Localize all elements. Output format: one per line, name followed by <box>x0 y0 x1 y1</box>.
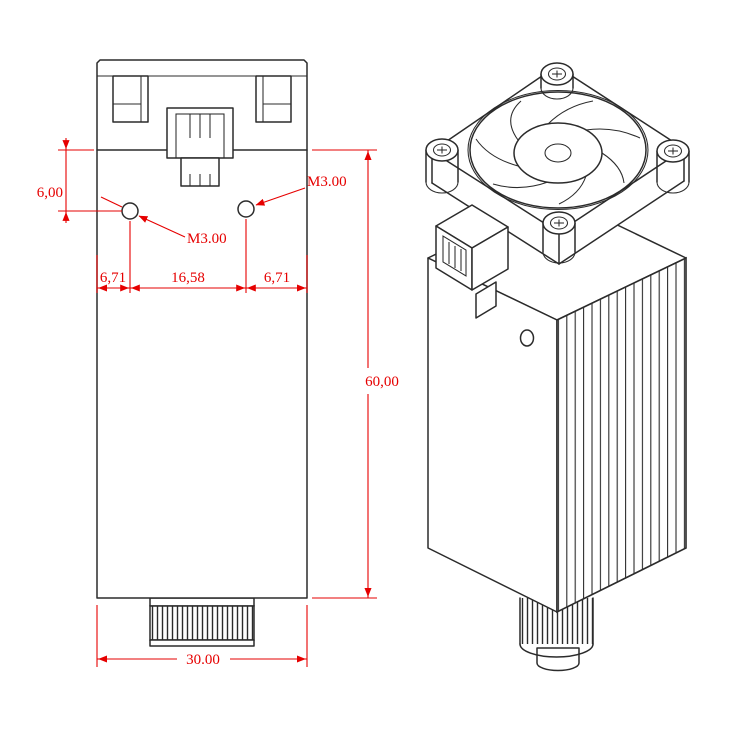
mounting-hole-left <box>121 202 139 220</box>
body-outline <box>96 59 308 599</box>
dimension-body-width: 30.00 <box>96 605 308 668</box>
dim-60-00-label: 60,00 <box>365 374 399 390</box>
front-view <box>96 59 308 647</box>
dim-16-58-label: 16,58 <box>171 270 205 286</box>
iso-screw-posts <box>425 62 690 264</box>
dimensions: 6,00 M3.00 M3.00 6,71 16,58 <box>37 138 399 668</box>
screw-post-top <box>540 62 574 100</box>
dimension-hole-chain: 6,71 16,58 6,71 <box>96 219 308 293</box>
dimension-thread-left: M3.00 <box>100 196 227 247</box>
dimension-hole-offset: 6,00 <box>37 138 122 223</box>
dimension-body-height: 60,00 <box>312 149 399 599</box>
dim-6-71-right-label: 6,71 <box>264 270 290 286</box>
iso-fan <box>467 89 649 211</box>
dimension-thread-right: M3.00 <box>255 174 347 206</box>
isometric-view <box>425 62 690 672</box>
iso-connector-latch <box>475 281 497 319</box>
dim-m3-left-label: M3.00 <box>187 231 227 247</box>
focus-ring <box>149 597 255 647</box>
iso-connector <box>435 204 509 319</box>
fan-hub-center <box>544 143 572 163</box>
iso-right-face-fins <box>556 256 687 614</box>
connector-front <box>166 107 234 187</box>
mounting-hole-right <box>237 200 255 218</box>
fan-hub <box>513 122 603 184</box>
mounting-tab-right <box>255 75 292 123</box>
dim-30-00-label: 30.00 <box>186 652 220 668</box>
dim-6-00-label: 6,00 <box>37 185 63 201</box>
dim-6-71-left-label: 6,71 <box>100 270 126 286</box>
dim-m3-right-label: M3.00 <box>307 174 347 190</box>
fan-blades <box>475 100 641 205</box>
iso-left-face <box>427 257 558 613</box>
screw-post-front <box>542 211 576 264</box>
screw-post-left <box>425 138 459 194</box>
iso-side-hole <box>519 329 535 347</box>
mounting-tab-left <box>112 75 149 123</box>
screw-post-right <box>656 139 690 194</box>
